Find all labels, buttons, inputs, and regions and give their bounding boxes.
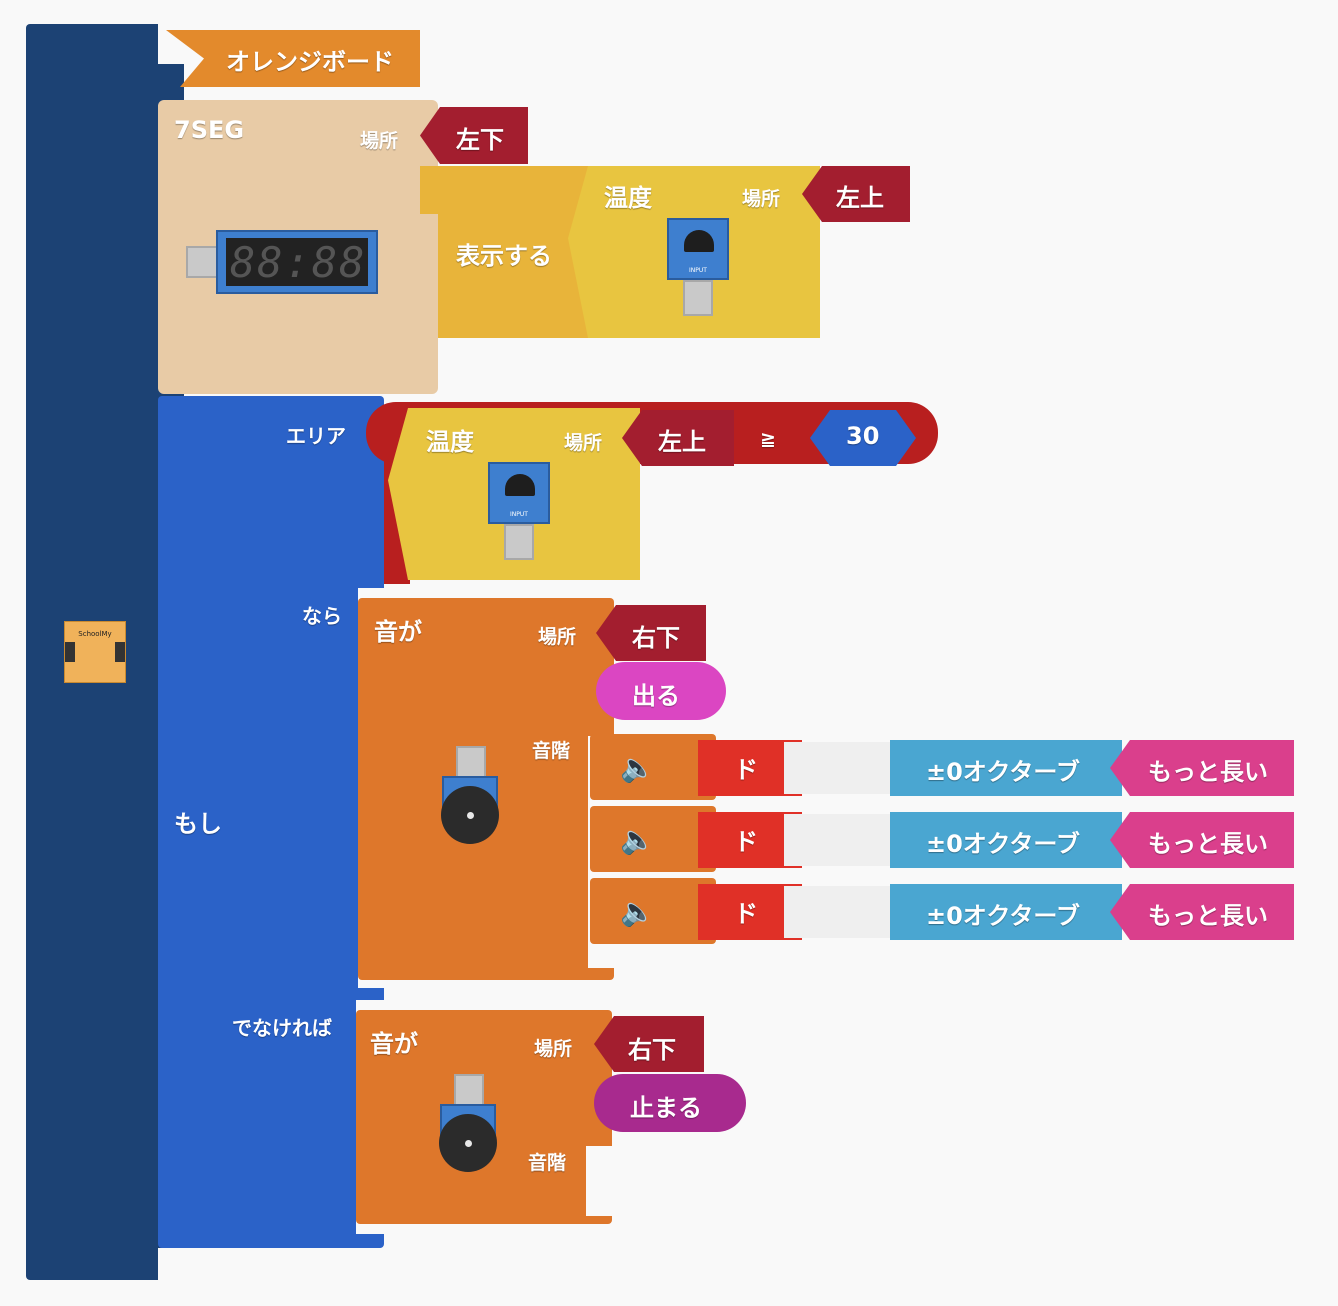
octave-dropdown[interactable] xyxy=(890,812,1122,868)
note-value: ド xyxy=(734,828,758,856)
condition-sensor-plug xyxy=(504,524,534,560)
display-action-label: 表示する xyxy=(456,242,552,270)
sound-play-scale-label: 音階 xyxy=(532,740,571,762)
sound-play-place-label: 場所 xyxy=(538,626,577,648)
octave-dropdown[interactable] xyxy=(890,740,1122,796)
octave-value: ±0オクターブ xyxy=(926,902,1080,930)
note-value: ド xyxy=(734,756,758,784)
condition-place-label: 場所 xyxy=(564,432,603,454)
buzzer-icon xyxy=(438,1074,498,1184)
temperature-sensor-icon: INPUT xyxy=(667,218,729,280)
schoolmy-board-icon: SchoolMy xyxy=(64,621,126,683)
length-dropdown[interactable] xyxy=(1110,812,1294,868)
speaker-icon: 🔈 xyxy=(620,823,655,856)
seg-display-plug xyxy=(186,246,218,278)
condition-place-dropdown[interactable] xyxy=(622,410,734,466)
sound-stop-note-slot xyxy=(586,1146,614,1216)
seg-display-icon: 88:88 xyxy=(216,230,378,294)
note-value: ド xyxy=(734,900,758,928)
octave-value: ±0オクターブ xyxy=(926,830,1080,858)
condition-value[interactable]: 30 xyxy=(846,422,880,450)
if-area-label: エリア xyxy=(286,424,346,448)
sound-stop-title: 音が xyxy=(370,1030,418,1058)
seg-title: 7SEG xyxy=(174,116,245,144)
octave-dropdown[interactable] xyxy=(890,884,1122,940)
else-label: でなければ xyxy=(232,1016,332,1040)
note-empty-slot xyxy=(784,742,892,794)
sound-stop-action: 止まる xyxy=(630,1094,702,1122)
sound-stop-scale-label: 音階 xyxy=(528,1152,567,1174)
condition-sensor-label: 温度 xyxy=(426,428,474,456)
length-value: もっと長い xyxy=(1148,902,1268,930)
sound-stop-place-label: 場所 xyxy=(534,1038,573,1060)
seg-sensor-label: 温度 xyxy=(604,184,652,212)
condition-value-field[interactable] xyxy=(810,410,916,466)
length-value: もっと長い xyxy=(1148,830,1268,858)
seg-sensor-place-label: 場所 xyxy=(742,188,781,210)
board-icon-text: SchoolMy xyxy=(78,630,112,638)
seg-sensor-place-value: 左上 xyxy=(836,184,884,212)
sound-play-title: 音が xyxy=(374,618,422,646)
if-label: もし xyxy=(174,810,222,838)
sound-play-action-dropdown[interactable] xyxy=(596,662,726,720)
if-else-block[interactable] xyxy=(158,396,384,1248)
then-label: なら xyxy=(302,604,342,628)
seg-display-digits: 88:88 xyxy=(230,238,367,287)
length-dropdown[interactable] xyxy=(1110,740,1294,796)
buzzer-icon xyxy=(440,746,500,856)
seg-place-dropdown[interactable] xyxy=(420,107,528,164)
sound-stop-place-dropdown[interactable] xyxy=(594,1016,704,1072)
note-row-2[interactable]: 🔈 ド ±0オクターブ もっと長い xyxy=(590,806,1300,872)
seg-place-value: 左下 xyxy=(456,126,504,154)
seg-sensor-place-dropdown[interactable] xyxy=(802,166,910,222)
condition-place-value: 左上 xyxy=(658,428,706,456)
seg-place-label: 場所 xyxy=(360,130,399,152)
length-dropdown[interactable] xyxy=(1110,884,1294,940)
note-row-1[interactable]: 🔈 ド ±0オクターブ もっと長い xyxy=(590,734,1300,800)
sound-play-place-dropdown[interactable] xyxy=(596,605,706,661)
sound-stop-action-dropdown[interactable] xyxy=(594,1074,746,1132)
board-name-label: オレンジボード xyxy=(226,48,394,76)
sound-stop-place-value: 右下 xyxy=(628,1036,676,1064)
sound-play-action: 出る xyxy=(632,682,680,710)
temperature-sensor-icon: INPUT xyxy=(488,462,550,524)
octave-value: ±0オクターブ xyxy=(926,758,1080,786)
program-frame-bottom xyxy=(158,1248,186,1280)
condition-sensor-tag: INPUT xyxy=(510,511,528,518)
speaker-icon: 🔈 xyxy=(620,895,655,928)
note-empty-slot xyxy=(784,814,892,866)
condition-operator[interactable]: ≧ xyxy=(760,428,776,450)
length-value: もっと長い xyxy=(1148,758,1268,786)
sensor-tag: INPUT xyxy=(689,267,707,274)
board-name-block[interactable] xyxy=(166,30,420,87)
speaker-icon: 🔈 xyxy=(620,751,655,784)
sensor-plug xyxy=(683,280,713,316)
note-empty-slot xyxy=(784,886,892,938)
sound-play-place-value: 右下 xyxy=(632,624,680,652)
note-row-3[interactable]: 🔈 ド ±0オクターブ もっと長い xyxy=(590,878,1300,944)
